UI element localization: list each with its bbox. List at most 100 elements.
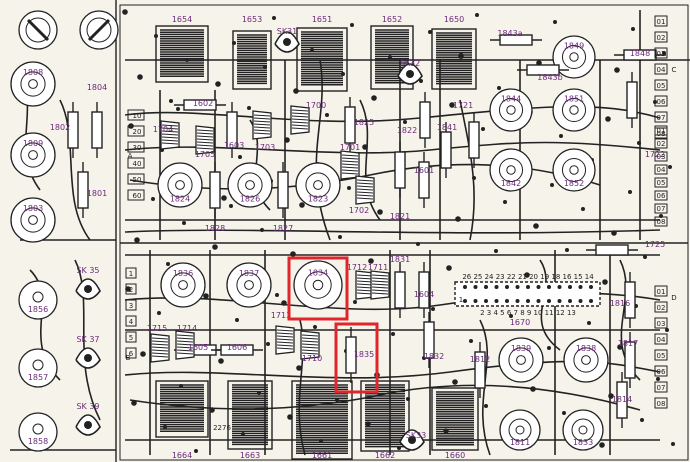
edge-left-bottom-label: 3 xyxy=(129,302,133,310)
ic-pin-top xyxy=(484,285,488,289)
trimmer-1857-screw xyxy=(32,359,44,371)
socket-SK31-pin xyxy=(283,38,291,46)
resistor-1843a xyxy=(499,34,533,46)
coil-1654-label: 1654 xyxy=(172,15,192,24)
board-frame xyxy=(119,4,689,461)
edge-pin xyxy=(654,333,668,345)
solder-pad xyxy=(428,30,432,34)
solder-pad xyxy=(391,332,395,336)
socket-label: SK 35 xyxy=(76,266,99,275)
misc-number: 2276 xyxy=(213,424,231,432)
solder-pad xyxy=(235,318,239,322)
highlight-box-1835 xyxy=(334,322,379,394)
resistor-1604-label: 1604 xyxy=(414,290,434,299)
solder-pad xyxy=(313,325,317,329)
edge-pin xyxy=(125,299,137,311)
solder-pad xyxy=(290,251,296,257)
pot-1803-inner xyxy=(20,207,46,233)
solder-pad xyxy=(665,328,669,332)
socket-SK 35-pin xyxy=(84,285,92,293)
socket-SK33-pin xyxy=(408,436,416,444)
resistor-1817 xyxy=(624,341,636,379)
coil-1664-frame xyxy=(155,380,209,438)
resistor-1802 xyxy=(67,111,79,149)
solder-pad xyxy=(166,262,170,266)
ic-pin-top xyxy=(547,285,551,289)
edge-right-bottom-label: 03 xyxy=(657,320,666,328)
pot-1823-inner xyxy=(305,172,331,198)
pot-1808-inner xyxy=(20,71,46,97)
resistor-1601 xyxy=(418,161,430,199)
resistor-1804-label: 1804 xyxy=(87,83,107,92)
edge-pin xyxy=(127,125,145,137)
solder-pad xyxy=(431,307,435,311)
coil-1651 xyxy=(301,31,343,86)
socket-label: SK31 xyxy=(277,27,298,36)
solder-pad xyxy=(338,235,342,239)
edge-pin xyxy=(654,216,668,227)
edge-left-bottom-label: 5 xyxy=(129,334,133,342)
coil-1660-label: 1660 xyxy=(445,451,465,460)
edge-left-top-label: 40 xyxy=(133,160,142,168)
pot-1839-center xyxy=(516,355,526,365)
resistor-1721 xyxy=(468,121,480,159)
pot-1851-inner xyxy=(561,97,587,123)
solder-pad xyxy=(299,202,305,208)
ic-pin-top xyxy=(589,285,593,289)
solder-pad xyxy=(229,204,233,208)
resistor-1841 xyxy=(440,131,452,169)
edge-pin xyxy=(127,173,145,185)
resistor-1722-label: 1722 xyxy=(645,150,665,159)
edge-pin xyxy=(127,189,145,201)
pot-1834-center xyxy=(312,279,324,291)
resistor-1843b xyxy=(526,64,560,76)
solder-pad xyxy=(497,86,501,90)
edge-right-top-label: 02 xyxy=(657,34,666,42)
ic-pin-bottom xyxy=(526,299,530,303)
edge-right-top-label: 05 xyxy=(657,82,666,90)
edge-pin xyxy=(654,15,668,27)
resistor-1604 xyxy=(418,271,430,309)
pot-1842-label: 1842 xyxy=(501,179,521,188)
pot-1808-label: 1808 xyxy=(23,68,43,77)
pot-1844-center xyxy=(506,105,516,115)
edge-pin xyxy=(654,164,668,175)
pot-1852-label: 1852 xyxy=(564,179,584,188)
trimmer-1856-label: 1856 xyxy=(28,305,48,314)
solder-pad xyxy=(631,27,635,31)
solder-pad xyxy=(656,377,660,381)
pot-1811-inner xyxy=(508,418,532,442)
pot-1844-label: 1844 xyxy=(501,95,521,104)
coil-1662-frame xyxy=(360,380,410,452)
coil-1650-frame xyxy=(431,28,477,90)
copper-traces xyxy=(10,9,690,456)
coil-1652-label: 1652 xyxy=(382,15,402,24)
coil-1654 xyxy=(160,29,204,77)
edge-pin xyxy=(654,31,668,43)
pot-1809-inner xyxy=(20,142,46,168)
resistor-1832 xyxy=(423,321,435,359)
ic-pin-bottom xyxy=(578,299,583,303)
pot-1836-center xyxy=(178,280,188,290)
capacitor-1701-label: 1701 xyxy=(340,143,360,152)
coil-1661-frame xyxy=(291,380,353,460)
edge-pin xyxy=(654,138,668,149)
resistor-1835-label: 1835 xyxy=(354,350,374,359)
pot-1852-center xyxy=(569,165,579,175)
edge-pin xyxy=(654,79,668,91)
pot-1838-label: 1838 xyxy=(576,344,596,353)
edge-pin xyxy=(654,63,668,75)
pot-1809-center xyxy=(28,150,38,160)
resistor-1816 xyxy=(624,281,636,319)
resistor-1601-label: 1601 xyxy=(414,166,434,175)
coil-1663-label: 1663 xyxy=(240,451,260,460)
ic-pin-bottom xyxy=(494,299,499,303)
edge-pin xyxy=(125,315,137,327)
edge-pin xyxy=(654,317,668,329)
pot-1837 xyxy=(226,262,272,308)
capacitor-1713-label: 1713 xyxy=(271,311,291,320)
ic-pin-bottom xyxy=(505,299,509,303)
solder-pad xyxy=(266,342,270,346)
edge-right-mid-label: 06 xyxy=(657,192,666,200)
